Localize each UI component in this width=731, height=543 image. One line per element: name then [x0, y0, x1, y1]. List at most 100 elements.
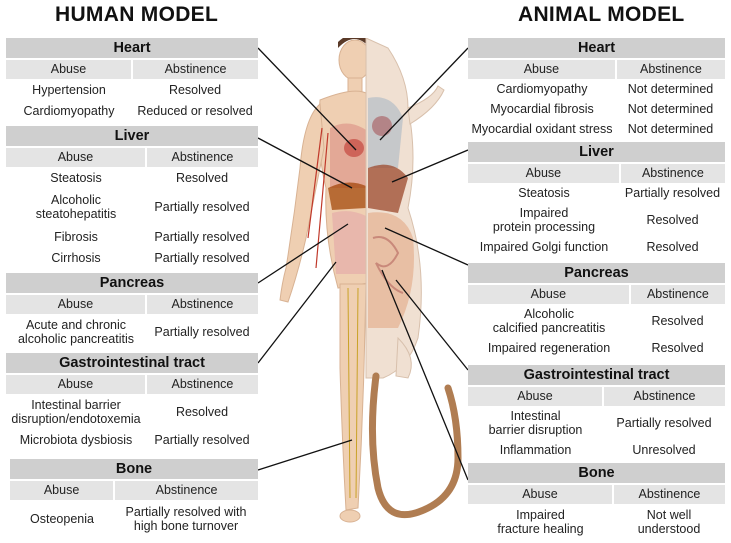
section-title: Heart: [6, 38, 258, 58]
column-header-abuse: Abuse: [57, 297, 94, 311]
abuse-cell: Osteopenia: [30, 512, 94, 526]
animal-bone-table: Bone Abuse Abstinence Impaired fracture …: [468, 463, 725, 540]
abuse-cell: Steatosis: [50, 170, 102, 185]
abuse-cell: Cardiomyopathy: [23, 103, 115, 118]
table-row: Steatosis Resolved: [6, 167, 258, 188]
column-header-abuse: Abuse: [57, 150, 94, 164]
abstinence-cell: Resolved: [168, 82, 222, 97]
human-and-rat-illustration: [279, 34, 462, 523]
abstinence-cell: Partially resolved: [154, 325, 250, 339]
abuse-cell-line-1: Impaired: [519, 206, 569, 220]
table-row: Microbiota dysbiosis Partially resolved: [6, 430, 258, 450]
animal-gi-table: Gastrointestinal tract Abuse Abstinence …: [468, 365, 725, 460]
table-row: Cirrhosis Partially resolved: [6, 247, 258, 268]
abuse-cell: Acute and chronic alcoholic pancreatitis: [6, 318, 146, 346]
column-header-abstinence: Abstinence: [614, 60, 725, 79]
column-header-abuse: Abuse: [50, 62, 87, 76]
table-row: Alcoholic steatohepatitis Partially reso…: [6, 188, 258, 226]
abstinence-cell: Partially resolved: [624, 186, 721, 200]
abstinence-cell: Unresolved: [632, 443, 696, 457]
section-title: Liver: [6, 126, 258, 146]
abstinence-cell: Not determined: [627, 122, 714, 136]
column-header-abstinence: Abstinence: [144, 148, 258, 167]
abuse-cell-line-1: Acute and chronic: [25, 318, 127, 332]
section-title: Gastrointestinal tract: [6, 353, 258, 373]
abuse-cell: Impaired regeneration: [487, 341, 611, 355]
human-pancreas-table: Pancreas Abuse Abstinence Acute and chro…: [6, 273, 258, 350]
column-header-row: Abuse Abstinence: [468, 164, 725, 183]
table-row: Cardiomyopathy Reduced or resolved: [6, 100, 258, 121]
column-header-row: Abuse Abstinence: [468, 285, 725, 304]
abstinence-cell: Not determined: [627, 102, 714, 116]
column-header-abstinence: Abstinence: [144, 375, 258, 394]
abstinence-cell: Partially resolved: [154, 200, 250, 214]
column-header-abstinence: Abstinence: [144, 295, 258, 314]
section-title: Bone: [468, 463, 725, 483]
abstinence-cell: Not well understood: [613, 508, 725, 536]
column-header-row: Abuse Abstinence: [6, 375, 258, 394]
abuse-cell: Myocardial oxidant stress: [471, 122, 613, 136]
table-row: Myocardial fibrosis Not determined: [468, 99, 725, 119]
section-title: Bone: [10, 459, 258, 479]
table-row: Impaired regeneration Resolved: [468, 338, 725, 358]
abuse-cell-line-1: Alcoholic: [50, 193, 102, 207]
table-row: Hypertension Resolved: [6, 79, 258, 100]
abstinence-cell: Reduced or resolved: [137, 103, 253, 118]
table-row: Intestinal barrier disruption/endotoxemi…: [6, 394, 258, 430]
abuse-cell: Impaired fracture healing: [468, 508, 613, 536]
abuse-cell: Steatosis: [518, 186, 570, 200]
column-header-abstinence: Abstinence: [618, 164, 725, 183]
abuse-cell: Fibrosis: [54, 229, 98, 244]
abstinence-cell: Partially resolved with high bone turnov…: [114, 505, 258, 533]
column-header-abstinence: Abstinence: [601, 387, 725, 406]
abuse-cell-line-2: protein processing: [492, 220, 596, 234]
human-bone-table: Bone Abuse Abstinence Osteopenia Partial…: [10, 459, 258, 538]
abuse-cell-line-1: Intestinal barrier: [31, 398, 121, 412]
abuse-cell-line-2: calcified pancreatitis: [492, 321, 606, 335]
table-row: Impaired protein processing Resolved: [468, 203, 725, 237]
abuse-cell: Inflammation: [499, 443, 572, 457]
abuse-cell-line-2: fracture healing: [497, 522, 584, 536]
table-row: Steatosis Partially resolved: [468, 183, 725, 203]
abuse-cell: Hypertension: [32, 82, 106, 97]
abuse-cell: Cirrhosis: [51, 250, 101, 265]
column-header-row: Abuse Abstinence: [468, 60, 725, 79]
table-row: Intestinal barrier disruption Partially …: [468, 406, 725, 440]
abstinence-cell: Resolved: [175, 405, 229, 419]
abuse-cell: Cardiomyopathy: [496, 82, 588, 96]
column-header-abstinence: Abstinence: [628, 285, 725, 304]
column-header-row: Abuse Abstinence: [6, 148, 258, 167]
animal-liver-table: Liver Abuse Abstinence Steatosis Partial…: [468, 142, 725, 257]
column-header-abuse: Abuse: [43, 483, 80, 497]
animal-model-title: ANIMAL MODEL: [518, 3, 685, 26]
table-row: Impaired fracture healing Not well under…: [468, 504, 725, 540]
abuse-cell: Microbiota dysbiosis: [19, 433, 133, 447]
animal-heart-table: Heart Abuse Abstinence Cardiomyopathy No…: [468, 38, 725, 139]
column-header-abstinence: Abstinence: [113, 481, 258, 500]
section-title: Pancreas: [468, 263, 725, 283]
section-title: Pancreas: [6, 273, 258, 293]
column-header-abuse: Abuse: [530, 287, 567, 301]
abuse-cell-line-2: barrier disruption: [488, 423, 583, 437]
table-row: Acute and chronic alcoholic pancreatitis…: [6, 314, 258, 350]
abstinence-cell-line-1: Partially resolved with: [125, 505, 247, 519]
abuse-cell-line-1: Impaired: [516, 508, 565, 522]
abuse-cell-line-1: Intestinal: [510, 409, 561, 423]
table-row: Inflammation Unresolved: [468, 440, 725, 460]
abuse-cell-line-1: Alcoholic: [523, 307, 575, 321]
column-header-abuse: Abuse: [517, 389, 553, 403]
column-header-abuse: Abuse: [522, 487, 558, 501]
table-row: Cardiomyopathy Not determined: [468, 79, 725, 99]
abuse-cell: Intestinal barrier disruption: [468, 409, 603, 437]
abuse-cell: Impaired protein processing: [468, 206, 620, 234]
column-header-row: Abuse Abstinence: [468, 485, 725, 504]
abstinence-cell: Resolved: [646, 213, 699, 227]
abstinence-cell: Resolved: [651, 314, 704, 328]
body-illustration: [258, 34, 468, 538]
abuse-cell: Alcoholic steatohepatitis: [6, 193, 146, 221]
section-title: Gastrointestinal tract: [468, 365, 725, 385]
table-row: Fibrosis Partially resolved: [6, 226, 258, 247]
column-header-abuse: Abuse: [523, 62, 560, 76]
human-gi-table: Gastrointestinal tract Abuse Abstinence …: [6, 353, 258, 450]
abstinence-cell: Partially resolved: [616, 416, 712, 430]
